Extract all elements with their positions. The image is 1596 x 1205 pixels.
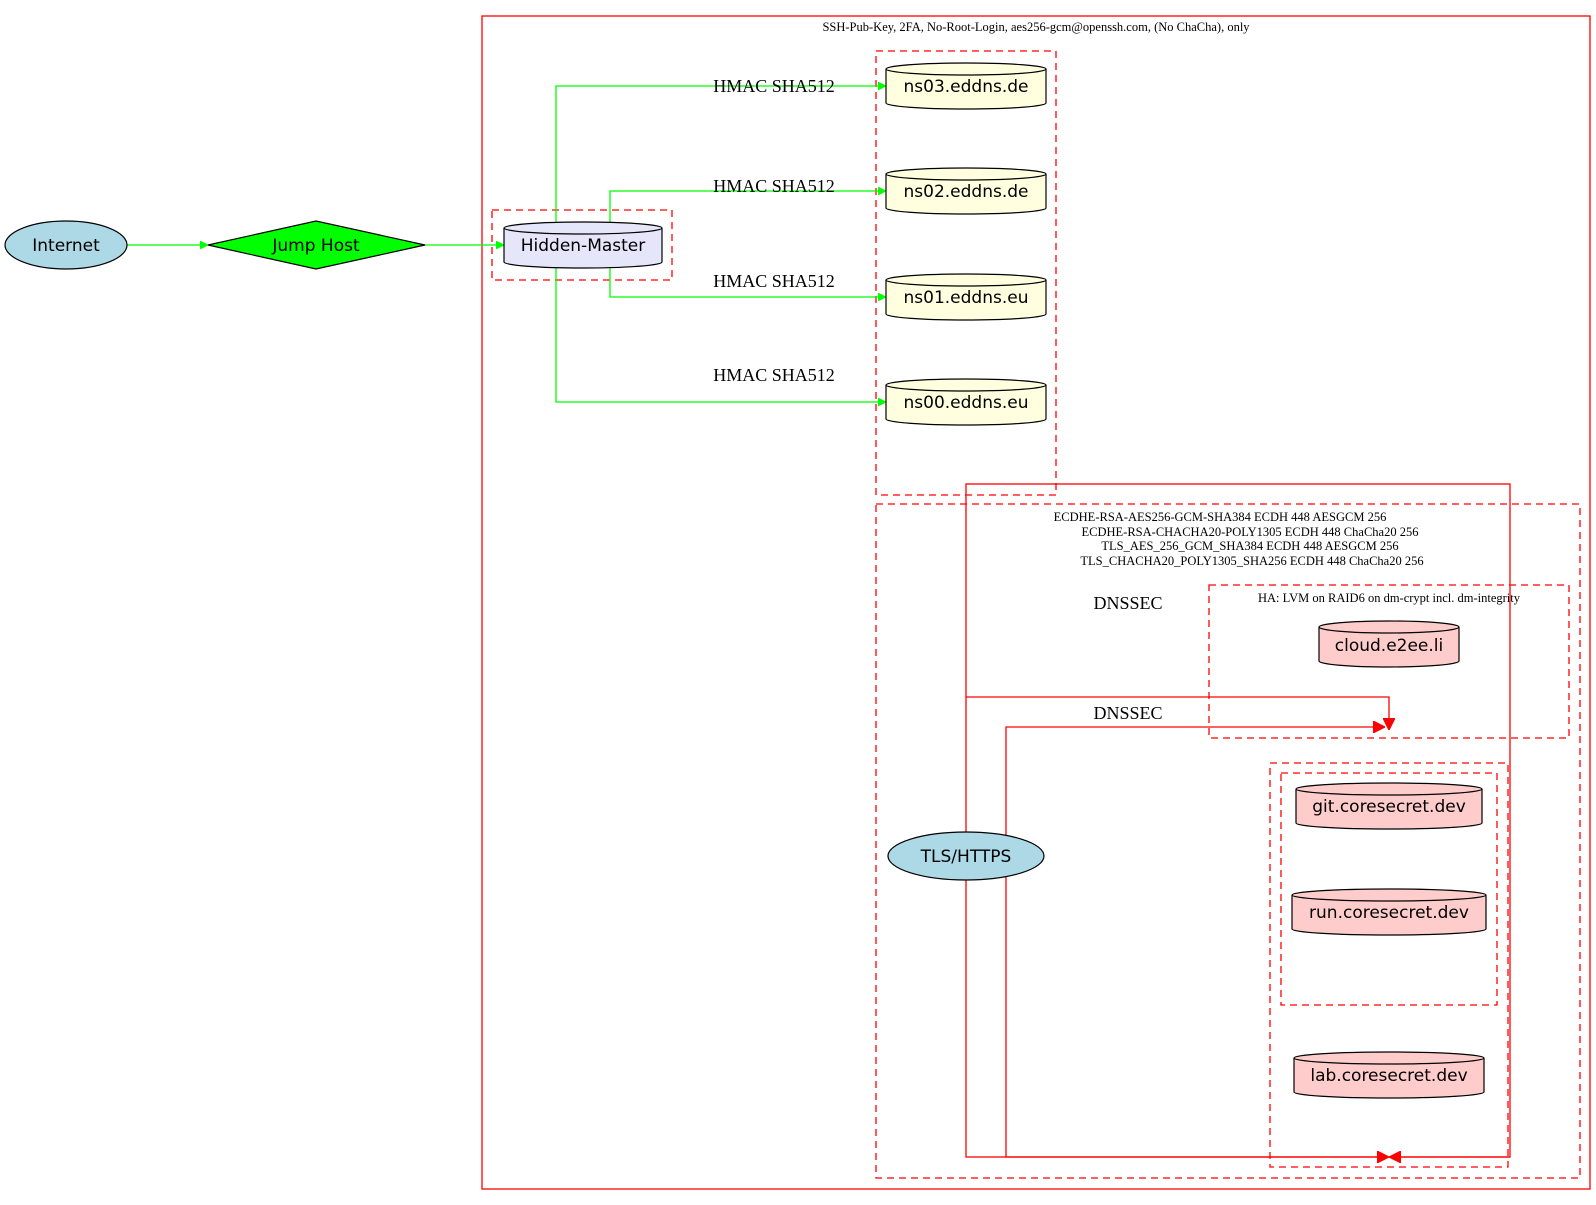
cylinder-rim [1318,626,1460,634]
outer-ssh-cluster [481,15,1591,1190]
git-node: git.coresecret.dev [1295,782,1483,830]
tls-https-label: TLS/HTTPS [920,847,1012,867]
edge-master-ns00 [555,268,886,402]
internet-node: Internet [4,220,128,270]
internet-label: Internet [32,236,100,256]
hmac-label-ns01: HMAC SHA512 [713,271,835,291]
cylinder-rim [885,68,1047,76]
run-node: run.coresecret.dev [1291,888,1487,936]
hmac-label-ns02: HMAC SHA512 [713,176,835,196]
ns01-label: ns01.eddns.eu [904,288,1029,308]
ns03-node: ns03.eddns.de [885,62,1047,110]
cylinder-rim [1291,894,1487,902]
edge-master-ns03 [555,86,886,222]
ellipse-shape [887,831,1045,881]
hmac-label-ns03: HMAC SHA512 [713,76,835,96]
outer-cluster-label: SSH-Pub-Key, 2FA, No-Root-Login, aes256-… [822,20,1250,34]
ha-cluster-label: HA: LVM on RAID6 on dm-crypt incl. dm-in… [1258,591,1521,605]
tls-cipher-line-3: TLS_AES_256_GCM_SHA384 ECDH 448 AESGCM 2… [1101,539,1398,553]
git-label: git.coresecret.dev [1312,797,1466,817]
ns02-label: ns02.eddns.de [904,182,1029,202]
tls-cipher-line-2: ECDHE-RSA-CHACHA20-POLY1305 ECDH 448 Cha… [1082,525,1419,539]
tls-cluster-label: ECDHE-RSA-AES256-GCM-SHA384 ECDH 448 AES… [1054,510,1424,568]
hmac-label-ns00: HMAC SHA512 [713,365,835,385]
dnssec-label-lower: DNSSEC [1093,703,1162,723]
ha-cluster [1208,584,1570,739]
cylinder-rim [503,227,663,235]
hidden-master-cluster [491,209,673,281]
lab-node: lab.coresecret.dev [1293,1051,1485,1099]
edge-dnssec-servergroup-ha [966,696,1389,730]
jump-host-node: Jump Host [207,220,426,270]
coresecret-cluster [1269,762,1509,1168]
edge-dnssec-tls-ha [1005,727,1385,856]
lab-label: lab.coresecret.dev [1310,1066,1467,1086]
diamond-shape [207,220,426,270]
ns01-node: ns01.eddns.eu [885,273,1047,321]
hidden-master-label: Hidden-Master [521,236,646,256]
cylinder-rim [885,279,1047,287]
ellipse-shape [4,220,128,270]
edge-dnssec-tls-coresecret [1005,870,1389,1157]
cylinder-rim [1293,1057,1485,1065]
cloud-label: cloud.e2ee.li [1335,636,1443,656]
coresecret-inner-cluster [1280,772,1498,1006]
ns00-label: ns00.eddns.eu [904,393,1029,413]
tls-cipher-line-4: TLS_CHACHA20_POLY1305_SHA256 ECDH 448 Ch… [1080,554,1423,568]
dnssec-label-upper: DNSSEC [1093,593,1162,613]
ns03-label: ns03.eddns.de [904,77,1029,97]
cylinder-rim [885,384,1047,392]
ns02-node: ns02.eddns.de [885,167,1047,215]
nameserver-cluster [875,50,1057,496]
cylinder-rim [885,173,1047,181]
ns00-node: ns00.eddns.eu [885,378,1047,426]
cylinder-rim [1295,788,1483,796]
jump-host-label: Jump Host [271,236,360,256]
tls-cluster [875,503,1581,1179]
edge-master-ns02 [609,191,886,222]
tls-cipher-line-1: ECDHE-RSA-AES256-GCM-SHA384 ECDH 448 AES… [1054,510,1387,524]
hidden-master-node: Hidden-Master [503,221,663,269]
tls-https-node: TLS/HTTPS [887,831,1045,881]
cloud-node: cloud.e2ee.li [1318,620,1460,668]
run-label: run.coresecret.dev [1309,903,1469,923]
edge-master-ns01 [609,268,886,297]
